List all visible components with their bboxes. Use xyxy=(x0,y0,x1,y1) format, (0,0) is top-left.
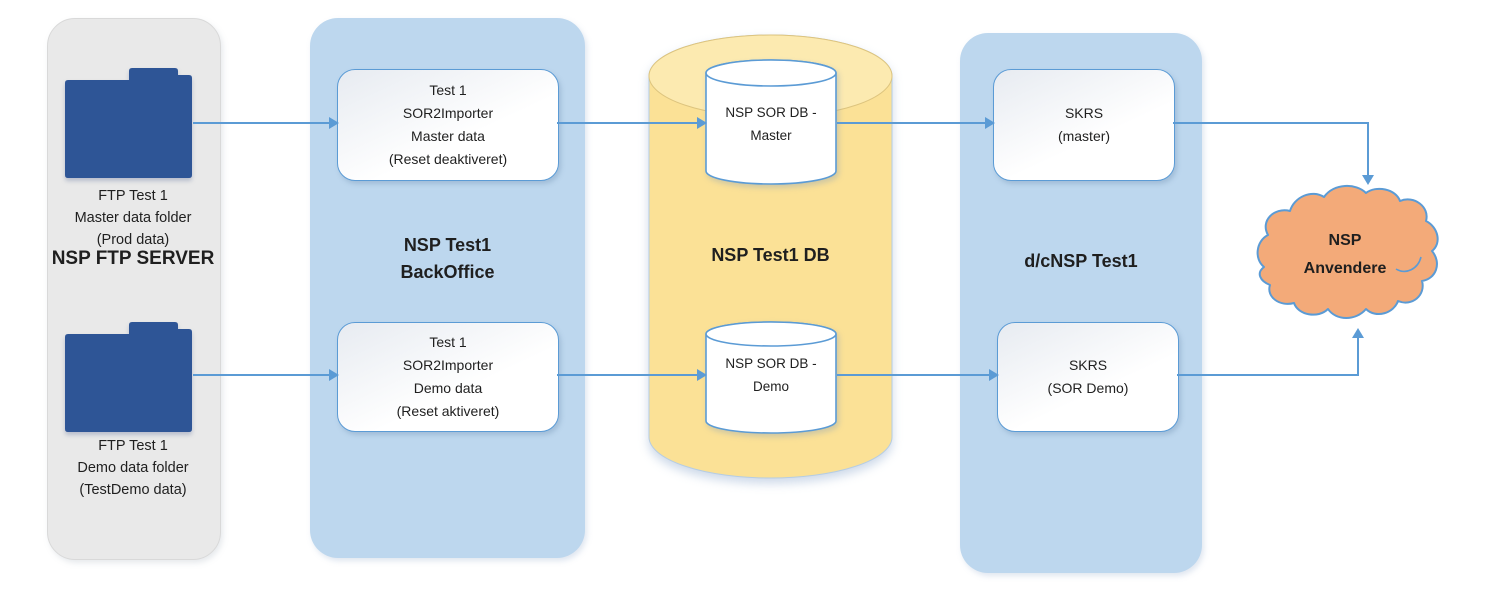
sor2importer-demo-line4: (Reset aktiveret) xyxy=(396,403,500,419)
arrowhead-db-to-skrs-demo xyxy=(989,369,999,381)
db-master-label: NSP SOR DB - Master xyxy=(705,101,837,147)
db-master-cylinder-icon xyxy=(705,59,837,185)
arrowhead-skrs-master-to-cloud xyxy=(1362,175,1374,185)
folder-demo-label: FTP Test 1 Demo data folder (TestDemo da… xyxy=(47,435,219,501)
folder-master-line2: Master data folder xyxy=(74,210,192,226)
skrs-master-line2: (master) xyxy=(1057,128,1111,144)
cloud-line1: NSP xyxy=(1328,232,1362,249)
skrs-master-line1: SKRS xyxy=(1064,105,1104,121)
sor2importer-demo-box: Test 1 SOR2Importer Demo data (Reset akt… xyxy=(337,322,559,432)
cloud-line2: Anvendere xyxy=(1303,260,1387,277)
arrow-skrs-demo-to-cloud-h xyxy=(1177,374,1359,376)
db-demo-line2: Demo xyxy=(752,379,789,394)
sor2importer-master-line4: (Reset deaktiveret) xyxy=(388,151,508,167)
folder-demo-line2: Demo data folder xyxy=(77,460,189,476)
nsp-users-cloud-icon xyxy=(1256,185,1439,319)
db-panel-title: NSP Test1 DB xyxy=(711,245,830,265)
arrowhead-db-to-skrs-master xyxy=(985,117,995,129)
arrowhead-backoffice-to-db-master xyxy=(697,117,707,129)
sor2importer-master-box: Test 1 SOR2Importer Master data (Reset d… xyxy=(337,69,559,181)
sor2importer-master-line3: Master data xyxy=(411,128,485,144)
arrow-skrs-master-to-cloud-h xyxy=(1173,122,1369,124)
db-demo-cylinder-icon xyxy=(705,321,837,434)
nsp-users-cloud-label: NSP Anvendere xyxy=(1250,181,1440,329)
folder-demo-line3: (TestDemo data) xyxy=(79,482,187,498)
arrow-backoffice-to-db-master xyxy=(557,122,697,124)
backoffice-title-line2: BackOffice xyxy=(400,262,495,282)
ftp-server-panel-title: NSP FTP SERVER xyxy=(51,248,215,269)
skrs-master-box: SKRS (master) xyxy=(993,69,1175,181)
arrowhead-ftp-to-backoffice-demo xyxy=(329,369,339,381)
arrow-db-to-skrs-master xyxy=(837,122,985,124)
folder-master-line1: FTP Test 1 xyxy=(98,188,168,204)
arrow-backoffice-to-db-demo xyxy=(557,374,697,376)
folder-demo-line1: FTP Test 1 xyxy=(98,438,168,454)
folder-master-label: FTP Test 1 Master data folder (Prod data… xyxy=(47,185,219,251)
arrowhead-ftp-to-backoffice-master xyxy=(329,117,339,129)
sor2importer-demo-line2: SOR2Importer xyxy=(402,357,494,373)
arrowhead-skrs-demo-to-cloud xyxy=(1352,328,1364,338)
folder-demo-icon xyxy=(65,322,192,432)
db-demo-line1: NSP SOR DB - xyxy=(725,356,817,371)
sor2importer-master-line2: SOR2Importer xyxy=(402,105,494,121)
sor2importer-master-line1: Test 1 xyxy=(429,82,467,98)
arrow-skrs-master-to-cloud-v xyxy=(1367,122,1369,175)
arrow-db-to-skrs-demo xyxy=(837,374,989,376)
skrs-demo-box: SKRS (SOR Demo) xyxy=(997,322,1179,432)
db-master-line1: NSP SOR DB - xyxy=(725,105,817,120)
db-demo-label: NSP SOR DB - Demo xyxy=(705,352,837,398)
folder-master-line3: (Prod data) xyxy=(96,232,170,248)
sor2importer-demo-line1: Test 1 xyxy=(429,334,467,350)
backoffice-title-line1: NSP Test1 xyxy=(403,235,492,255)
skrs-demo-line1: SKRS xyxy=(1068,357,1108,373)
dcnsp-panel-title: d/cNSP Test1 xyxy=(1024,251,1138,271)
db-master-line2: Master xyxy=(750,128,792,143)
skrs-demo-line2: (SOR Demo) xyxy=(1047,380,1129,396)
arrow-skrs-demo-to-cloud-v xyxy=(1357,338,1359,376)
arrow-ftp-to-backoffice-demo xyxy=(193,374,329,376)
arrowhead-backoffice-to-db-demo xyxy=(697,369,707,381)
folder-master-icon xyxy=(65,68,192,178)
backoffice-panel-title: NSP Test1 BackOffice xyxy=(310,232,585,286)
sor2importer-demo-line3: Demo data xyxy=(413,380,483,396)
arrow-ftp-to-backoffice-master xyxy=(193,122,329,124)
